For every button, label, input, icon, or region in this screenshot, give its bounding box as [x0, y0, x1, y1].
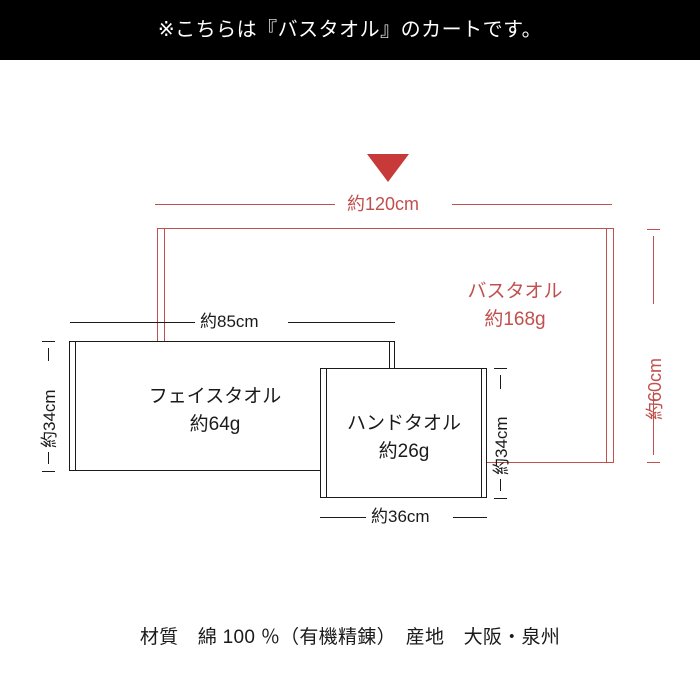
- hand-width-label: 約36cm: [371, 507, 430, 526]
- bath-width-label: 約120cm: [347, 194, 420, 214]
- header-notice-band: ※こちらは『バスタオル』のカートです。: [0, 0, 700, 60]
- bath-towel-hem-right: [606, 229, 607, 462]
- hand-height-label: 約34cm: [492, 416, 511, 475]
- face-width-label: 約85cm: [200, 312, 259, 331]
- bath-height-label: 約60cm: [645, 357, 665, 420]
- bath-towel-name: バスタオル: [467, 281, 563, 302]
- down-triangle-icon: [367, 154, 409, 182]
- face-height-dimline-bottom: [48, 452, 49, 464]
- bath-width-dimline-right: [452, 204, 612, 205]
- face-towel-label: フェイスタオル 約64g: [115, 383, 315, 438]
- hand-towel-name: ハンドタオル: [346, 413, 461, 434]
- hand-width-dimline-left: [320, 517, 366, 518]
- face-towel-weight: 約64g: [189, 413, 241, 435]
- bath-height-tick-bottom: [647, 462, 660, 463]
- bath-towel-weight: 約168g: [484, 308, 546, 330]
- footer-spec-row: 材質 綿 100 ％（有機精錬） 産地 大阪・泉州: [0, 612, 700, 658]
- bath-height-dimline-bottom: [653, 392, 654, 455]
- face-width-dimline-right: [288, 322, 395, 323]
- face-towel-name: フェイスタオル: [148, 386, 282, 407]
- bath-height-tick-top: [647, 229, 660, 230]
- hand-height-dimline-top: [500, 375, 501, 389]
- hand-towel-label: ハンドタオル 約26g: [333, 410, 475, 465]
- face-towel-hem-left: [75, 342, 76, 470]
- hand-width-dimline-right: [453, 517, 487, 518]
- hand-towel-weight: 約26g: [378, 440, 430, 462]
- face-height-label: 約34cm: [40, 389, 59, 448]
- face-height-dimline-top: [48, 348, 49, 361]
- face-height-tick-bottom: [42, 471, 55, 472]
- bath-height-dimline-top: [653, 236, 654, 304]
- hand-height-tick-top: [494, 368, 507, 369]
- footer-spec-text: 材質 綿 100 ％（有機精錬） 産地 大阪・泉州: [139, 626, 561, 648]
- header-notice-text: ※こちらは『バスタオル』のカートです。: [157, 19, 543, 41]
- bath-towel-label: バスタオル 約168g: [425, 278, 605, 333]
- hand-height-tick-bottom: [494, 498, 507, 499]
- bath-width-dimline-left: [155, 204, 335, 205]
- hand-towel-hem-right: [481, 369, 482, 497]
- face-width-dimline-left: [70, 322, 195, 323]
- hand-towel-rect: [320, 368, 487, 498]
- hand-towel-hem-left: [326, 369, 327, 497]
- face-height-tick-top: [42, 341, 55, 342]
- hand-height-dimline-bottom: [500, 479, 501, 491]
